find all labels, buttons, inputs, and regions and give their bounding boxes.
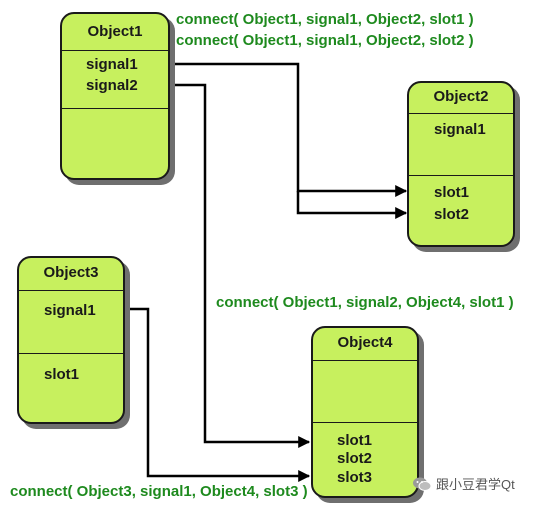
object3-box: Object3 signal1 slot1	[17, 256, 125, 424]
object1-title: Object1	[87, 23, 143, 40]
object4-slot1: slot1	[337, 432, 373, 449]
object3-title: Object3	[43, 264, 99, 281]
object4-divider-1	[313, 360, 417, 361]
connection-caption-1: connect( Object1, signal1, Object2, slot…	[176, 11, 474, 28]
object1-box: Object1 signal1 signal2	[60, 12, 170, 180]
wire-object1-signal1-to-object2-slot2	[296, 191, 408, 219]
object2-signal1: signal1	[434, 121, 486, 138]
object3-signal1: signal1	[44, 302, 96, 319]
object2-box: Object2 signal1 slot1 slot2	[407, 81, 515, 247]
object4-slot2: slot2	[337, 450, 373, 467]
object4-divider-2	[313, 422, 417, 423]
wire-object1-signal2-to-object4-slot1	[170, 83, 311, 448]
object3-divider-1	[19, 290, 123, 291]
object1-signal1: signal1	[86, 56, 138, 73]
object2-title: Object2	[433, 88, 489, 105]
wire-object1-signal1-to-object2-slot1	[170, 62, 408, 197]
watermark-text: 跟小豆君学Qt	[436, 477, 515, 492]
object1-divider-1	[62, 50, 168, 51]
object2-slot2: slot2	[434, 206, 470, 223]
object2-slot1: slot1	[434, 184, 470, 201]
object3-slot1: slot1	[44, 366, 80, 383]
object4-slot3: slot3	[337, 469, 373, 486]
connection-caption-4: connect( Object3, signal1, Object4, slot…	[10, 483, 308, 500]
watermark: 跟小豆君学Qt	[412, 474, 515, 493]
object4-title: Object4	[337, 334, 393, 351]
connection-caption-3: connect( Object1, signal2, Object4, slot…	[216, 294, 514, 311]
object2-divider-2	[409, 175, 513, 176]
object2-divider-1	[409, 113, 513, 114]
wire-object3-signal1-to-object4-slot3	[125, 307, 311, 482]
object3-divider-2	[19, 353, 123, 354]
object1-signal2: signal2	[86, 77, 138, 94]
object4-box: Object4 slot1 slot2 slot3	[311, 326, 419, 498]
wechat-icon	[413, 477, 432, 491]
object1-divider-2	[62, 108, 168, 109]
connection-caption-2: connect( Object1, signal1, Object2, slot…	[176, 32, 474, 49]
